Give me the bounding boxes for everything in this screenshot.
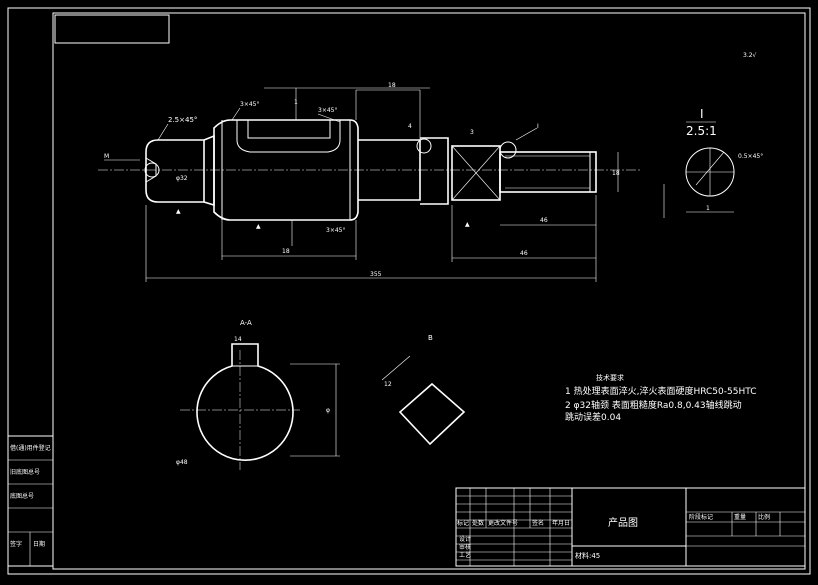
tb-row-1: 审核 bbox=[459, 543, 471, 551]
tb-right-0: 阶段标记 bbox=[689, 513, 713, 521]
tb-row-0: 设计 bbox=[459, 535, 471, 543]
title-block: 标记 处数 更改文件号 签名 年月日 设计 审核 工艺 产品图 材料:45 阶段… bbox=[455, 487, 806, 567]
side-row-3: 签字 bbox=[10, 540, 22, 548]
svg-text:12: 12 bbox=[384, 381, 392, 388]
tb-row-2: 工艺 bbox=[459, 551, 471, 559]
dim-len-right: 46 bbox=[520, 250, 528, 257]
material: 材料:45 bbox=[575, 551, 600, 560]
tech-req-line-3: 跳动误差0.04 bbox=[565, 411, 621, 423]
section-a-a: A-A φ 14 φ48 bbox=[176, 319, 340, 470]
svg-text:φ32: φ32 bbox=[176, 175, 188, 182]
code-box-topleft bbox=[54, 14, 170, 44]
tb-label-3: 更改文件号 bbox=[488, 519, 518, 527]
side-row-0: 借(通)用件登记 bbox=[10, 444, 51, 452]
roughness-corner: 3.2√ bbox=[743, 52, 757, 59]
tech-req-heading: 技术要求 bbox=[596, 373, 624, 382]
tb-label-0: 标记 bbox=[457, 519, 469, 527]
dim-len-mid: 18 bbox=[388, 82, 396, 89]
tech-req-line-1: 1 热处理表面淬火,淬火表面硬度HRC50-55HTC bbox=[565, 385, 756, 397]
chamfer-left: 2.5×45° bbox=[168, 116, 197, 124]
svg-text:▲: ▲ bbox=[465, 221, 470, 228]
detail-scale: 2.5:1 bbox=[686, 124, 717, 138]
svg-text:M: M bbox=[104, 153, 109, 160]
section-b: B 12 bbox=[381, 334, 466, 446]
side-block: 借(通)用件登记 旧底图总号 底图总号 签字 日期 bbox=[7, 435, 54, 567]
svg-text:14: 14 bbox=[234, 336, 242, 343]
section-a-label: A-A bbox=[240, 319, 252, 327]
svg-text:φ48: φ48 bbox=[176, 459, 188, 466]
side-row-2: 底图总号 bbox=[10, 492, 34, 500]
tb-label-1: 处数 bbox=[472, 519, 484, 527]
side-row-4: 日期 bbox=[33, 540, 45, 548]
svg-text:18: 18 bbox=[282, 248, 290, 255]
key-len: 1 bbox=[294, 99, 298, 106]
tb-right-1: 重量 bbox=[734, 513, 746, 521]
detail-callout: I bbox=[537, 123, 539, 130]
product-name: 产品图 bbox=[608, 516, 638, 529]
main-shaft-view: 355 18 46 46 18 1 18 2.5×45° 3×45° 3×45°… bbox=[98, 82, 640, 282]
side-row-1: 旧底图总号 bbox=[10, 468, 40, 476]
detail-view-i: I 2.5:1 0.5×45° 1 bbox=[663, 107, 763, 218]
tb-label-5: 年月日 bbox=[552, 519, 570, 527]
svg-text:3×45°: 3×45° bbox=[326, 227, 345, 234]
svg-text:▲: ▲ bbox=[176, 208, 181, 215]
inner-border bbox=[52, 12, 806, 570]
outer-border bbox=[7, 7, 811, 575]
tb-right-2: 比例 bbox=[758, 513, 770, 521]
detail-chamfer: 0.5×45° bbox=[738, 153, 763, 160]
svg-text:φ: φ bbox=[326, 407, 330, 414]
dim-overall: 355 bbox=[370, 271, 382, 278]
chamfer-key2: 3×45° bbox=[318, 107, 337, 114]
tb-label-4: 签名 bbox=[532, 519, 544, 527]
chamfer-key1: 3×45° bbox=[240, 101, 259, 108]
svg-text:▲: ▲ bbox=[256, 223, 261, 230]
dim-dia-right: 18 bbox=[612, 170, 620, 177]
section-b-label: B bbox=[428, 334, 433, 342]
svg-text:46: 46 bbox=[540, 217, 548, 224]
svg-text:4: 4 bbox=[408, 123, 412, 130]
detail-title: I bbox=[700, 107, 704, 121]
tech-req-line-2: 2 φ32轴颈 表面粗糙度Ra0.8,0.43轴线跳动 bbox=[565, 399, 742, 411]
technical-requirements: 技术要求 1 热处理表面淬火,淬火表面硬度HRC50-55HTC 2 φ32轴颈… bbox=[565, 373, 756, 423]
svg-text:1: 1 bbox=[706, 205, 710, 212]
svg-text:3: 3 bbox=[470, 129, 474, 136]
